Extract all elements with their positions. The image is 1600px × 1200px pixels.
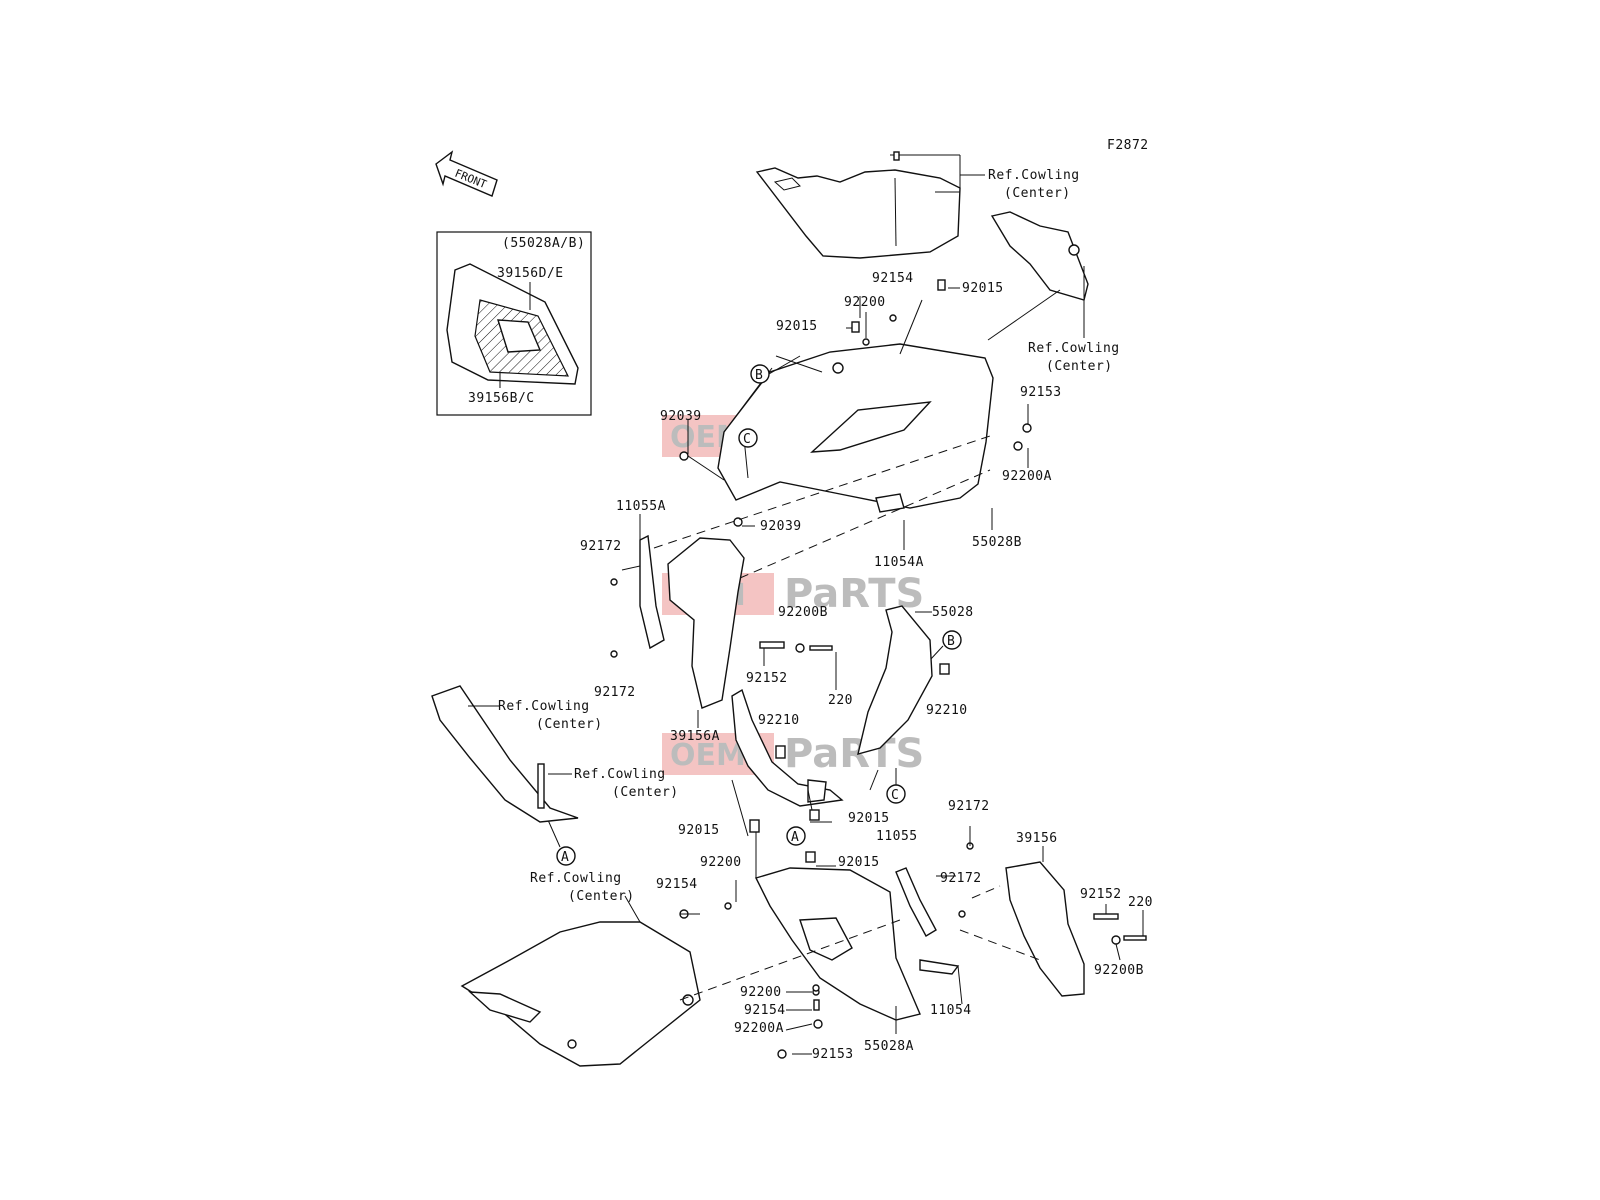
bracket-11055a [610,514,665,658]
label-92015-a: 92015 [776,319,818,334]
fasteners-top [679,151,1032,527]
upper-side-panel-55028b [717,343,994,513]
inset-title: (55028A/B) [502,236,585,251]
front-arrow-icon: FRONT [435,150,498,197]
label-92200A-a: 92200A [1002,469,1052,484]
label-55028B: 55028B [972,535,1022,550]
bracket-11055 [895,867,960,975]
label-92172-d: 92172 [940,871,982,886]
ref-cowling-1: Ref.Cowling [988,168,1080,183]
ref-cowling-label-1: Ref.Cowling (Center) [890,154,1080,201]
diagram-code: F2872 [1107,138,1149,153]
label-11055A: 11055A [616,499,666,514]
label-92153-b: 92153 [812,1047,854,1062]
label-220-b: 220 [1128,895,1153,910]
label-92015-d: 92015 [678,823,720,838]
svg-text:C: C [891,788,899,803]
label-92153-a: 92153 [1020,385,1062,400]
label-92210-a: 92210 [758,713,800,728]
label-92015-e: 92015 [838,855,880,870]
svg-text:A: A [561,850,569,865]
label-92210-b: 92210 [926,703,968,718]
inset-label-39156bc: 39156B/C [468,391,535,406]
inset-box: (55028A/B) 39156D/E 39156B/C [436,231,592,416]
watermark-oem-3: OEM [670,738,746,773]
label-92039-b: 92039 [760,519,802,534]
label-92172-a: 92172 [580,539,622,554]
ref-center-3: (Center) [536,717,603,732]
label-39156: 39156 [1016,831,1058,846]
label-92015-c: 92015 [848,811,890,826]
watermark-parts-3: PaRTS [784,731,924,777]
callout-b-mid: B [929,630,962,661]
label-92200A-b: 92200A [734,1021,784,1036]
lower-curved-trim [731,688,844,807]
fasteners-lower [679,809,1147,1059]
upper-center-cowling [755,167,961,259]
label-92200B-a: 92200B [778,605,828,620]
label-92154-c: 92154 [744,1003,786,1018]
duct-39156 [1005,846,1085,997]
label-39156A: 39156A [670,729,720,744]
label-92172-b: 92172 [594,685,636,700]
label-92172-c: 92172 [948,799,990,814]
ref-center-1: (Center) [1004,186,1071,201]
right-ref-bracket: Ref.Cowling (Center) [990,211,1120,374]
label-11055: 11055 [876,829,918,844]
ref-center-4: (Center) [612,785,679,800]
svg-text:B: B [947,634,955,649]
label-55028: 55028 [932,605,974,620]
left-ref-cowling [431,685,579,823]
ref-cowling-4: Ref.Cowling [574,767,666,782]
label-92152-b: 92152 [1080,887,1122,902]
label-92152-a: 92152 [746,671,788,686]
callout-a-left: A [547,819,576,866]
svg-text:B: B [755,368,763,383]
label-92200-a: 92200 [844,295,886,310]
callout-c-mid: C [886,768,906,804]
callout-b-top: B [750,355,801,384]
spacer-mid [759,641,837,690]
label-92200-b: 92200 [700,855,742,870]
callout-a-mid: A [786,826,806,846]
ref-cowling-3: Ref.Cowling [498,699,590,714]
label-220-a: 220 [828,693,853,708]
label-92200-c: 92200 [740,985,782,1000]
label-11054: 11054 [930,1003,972,1018]
ref-cowling-5: Ref.Cowling [530,871,622,886]
ref-center-2: (Center) [1046,359,1113,374]
label-92039-a: 92039 [660,409,702,424]
label-92200B-b: 92200B [1094,963,1144,978]
inner-panel-55028 [857,605,950,755]
svg-text:C: C [743,432,751,447]
label-92154-a: 92154 [872,271,914,286]
duct-39156a [667,537,745,728]
label-55028A: 55028A [864,1039,914,1054]
label-92015-b: 92015 [962,281,1004,296]
label-92154-b: 92154 [656,877,698,892]
callout-c-top: C [738,428,758,448]
svg-text:A: A [791,830,799,845]
lower-side-panel-55028a [754,867,921,1021]
ref-center-5: (Center) [568,889,635,904]
lower-ref-cowling [460,895,701,1067]
inset-label-39156de: 39156D/E [497,266,564,281]
label-11054A: 11054A [874,555,924,570]
ref-cowling-2: Ref.Cowling [1028,341,1120,356]
